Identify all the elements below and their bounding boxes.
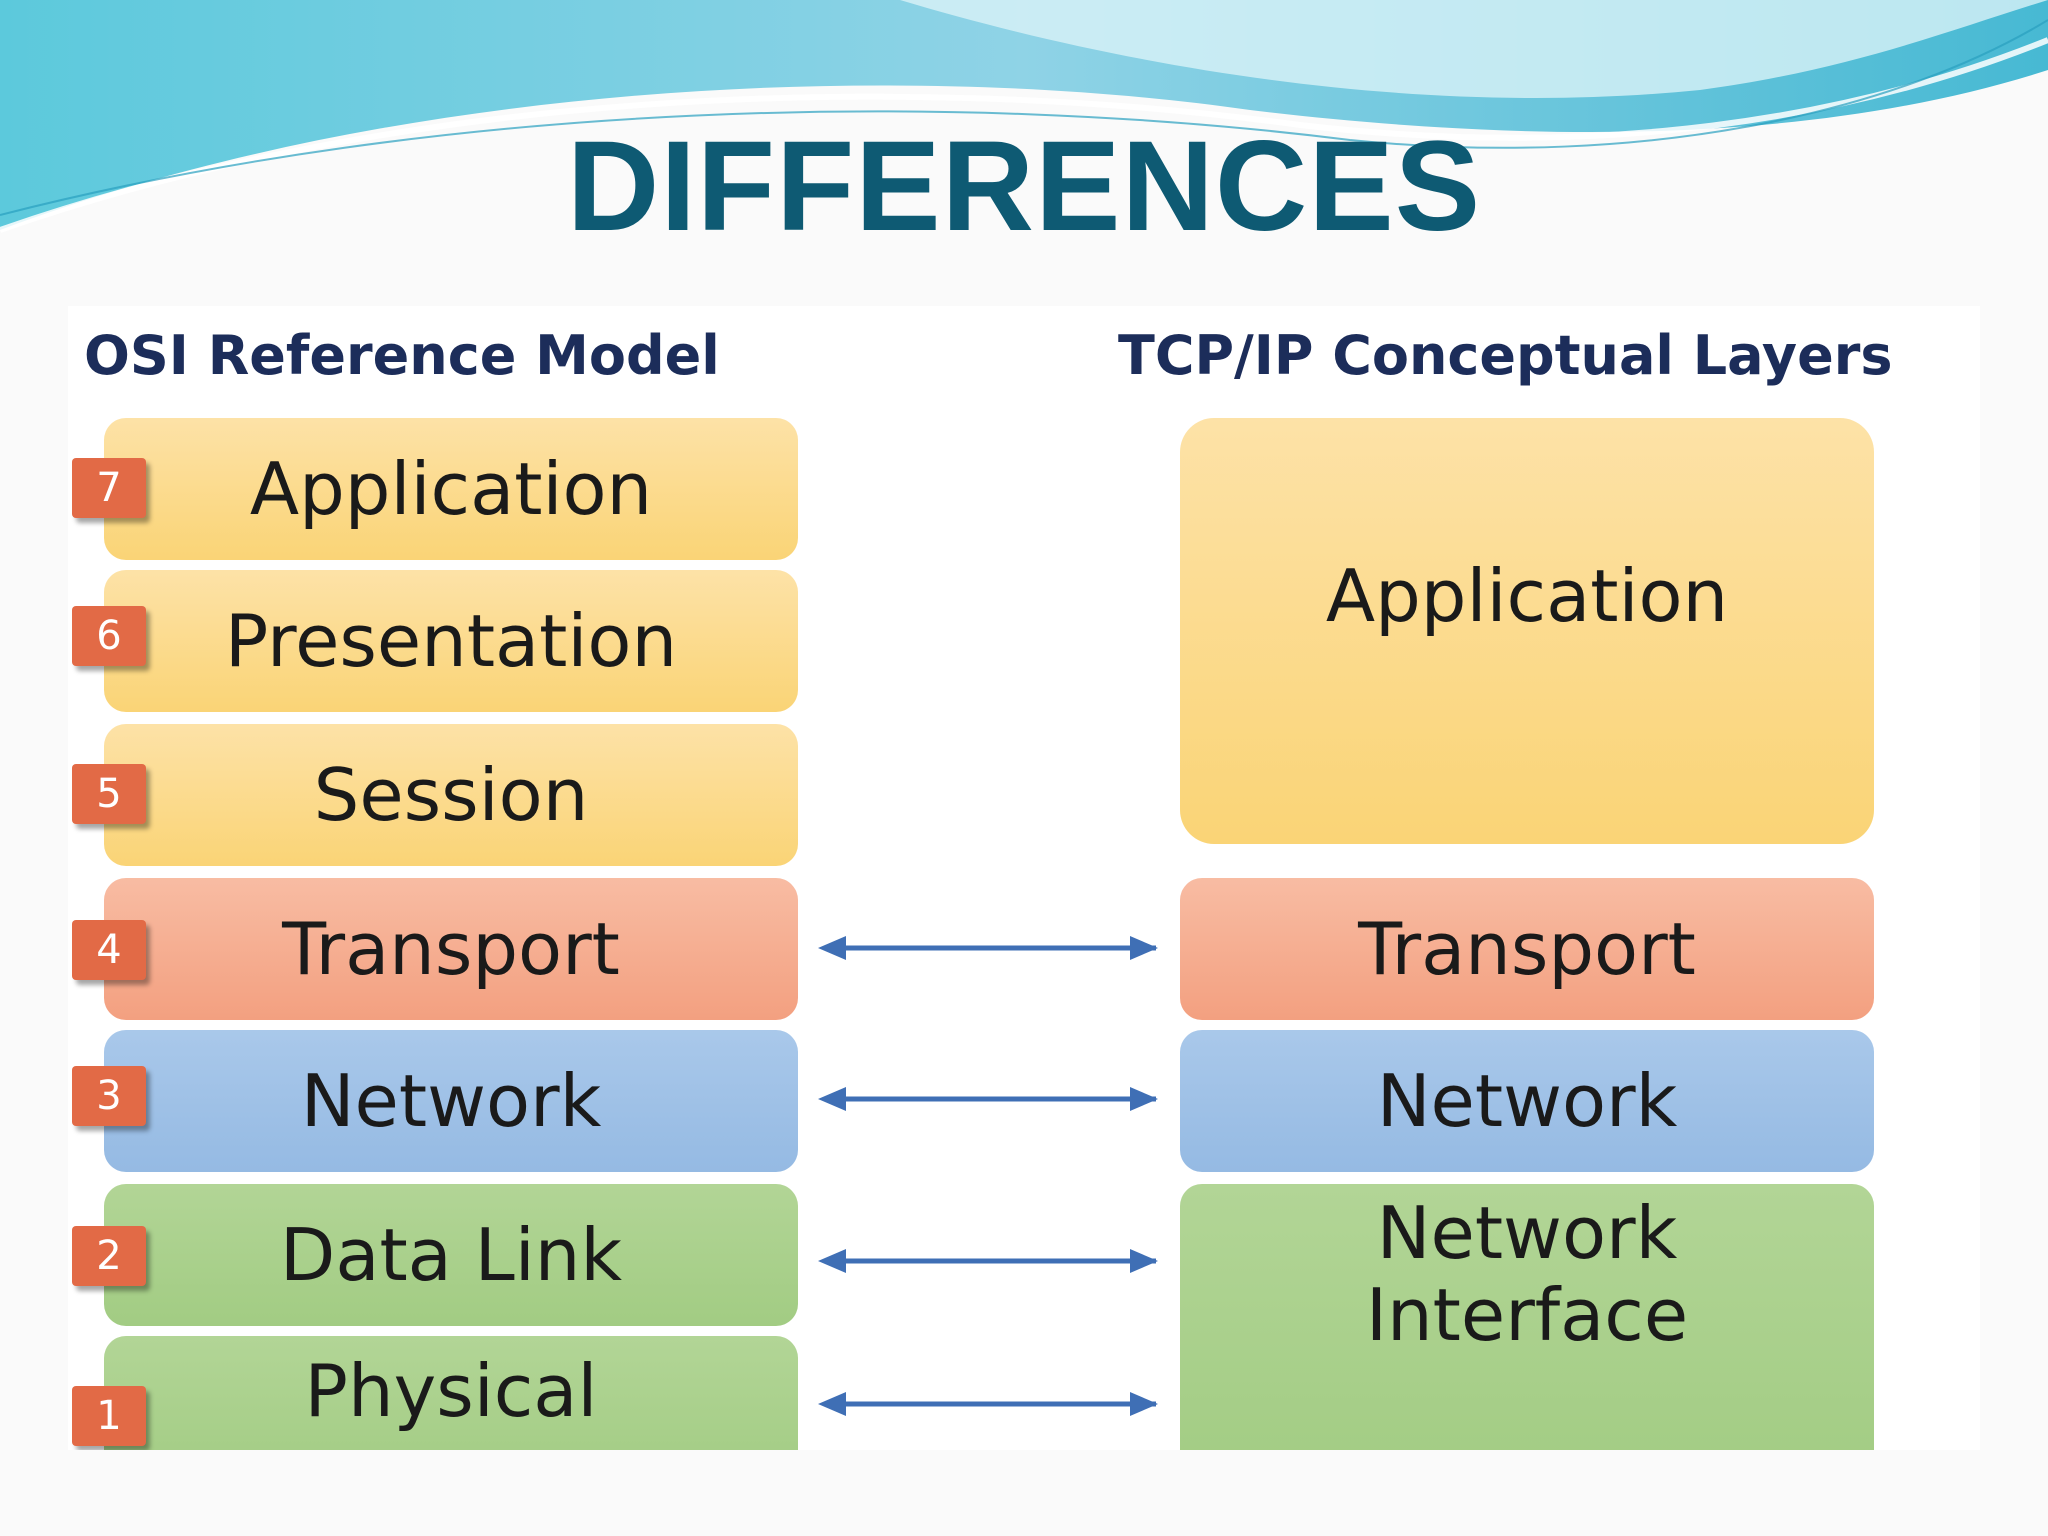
tcpip-layer-label: Network [1376, 1059, 1678, 1143]
osi-layer-number-badge: 1 [72, 1386, 146, 1446]
osi-layer-transport: 4 Transport [72, 878, 798, 1020]
osi-layer-number-badge: 6 [72, 606, 146, 666]
osi-column-heading: OSI Reference Model [84, 324, 720, 387]
osi-layer-label: Application [249, 447, 653, 531]
osi-layer-physical: 1 Physical [72, 1336, 798, 1450]
osi-layer-network: 3 Network [72, 1030, 798, 1172]
osi-layer-label: Physical [304, 1349, 598, 1433]
arrow-physical [818, 1392, 1158, 1416]
osi-layer-application: 7 Application [72, 418, 798, 560]
slide-title: DIFFERENCES [566, 115, 1482, 258]
tcpip-layer-label: Transport [1358, 907, 1696, 991]
osi-layer-number-badge: 3 [72, 1066, 146, 1126]
header-wave-decoration [0, 0, 2048, 233]
arrow-data-link [818, 1249, 1158, 1273]
osi-tcpip-diagram: OSI Reference Model TCP/IP Conceptual La… [68, 306, 1980, 1450]
tcpip-layer-label-line2: Interface [1365, 1273, 1689, 1357]
osi-layer-label: Session [313, 753, 589, 837]
tcpip-layer-network-interface: Network Interface [1180, 1184, 1874, 1450]
osi-layer-label: Transport [282, 907, 620, 991]
osi-layer-number-badge: 7 [72, 458, 146, 518]
osi-layer-presentation: 6 Presentation [72, 570, 798, 712]
osi-layer-label: Network [300, 1059, 602, 1143]
tcpip-column-heading: TCP/IP Conceptual Layers [1118, 324, 1893, 387]
tcpip-layer-label: Application [1325, 554, 1729, 638]
osi-layer-number-badge: 4 [72, 920, 146, 980]
osi-layer-number-badge: 5 [72, 764, 146, 824]
osi-layer-session: 5 Session [72, 724, 798, 866]
osi-layer-data-link: 2 Data Link [72, 1184, 798, 1326]
osi-layer-label: Data Link [279, 1213, 623, 1297]
tcpip-layer-label-line1: Network [1376, 1191, 1678, 1275]
tcpip-layer-label: Network Interface [1366, 1192, 1688, 1356]
tcpip-layer-network: Network [1180, 1030, 1874, 1172]
osi-layer-label: Presentation [224, 599, 678, 683]
arrow-transport [818, 936, 1158, 960]
osi-layer-number-badge: 2 [72, 1226, 146, 1286]
arrow-network [818, 1087, 1158, 1111]
tcpip-layer-transport: Transport [1180, 878, 1874, 1020]
tcpip-layer-application: Application [1180, 418, 1874, 844]
